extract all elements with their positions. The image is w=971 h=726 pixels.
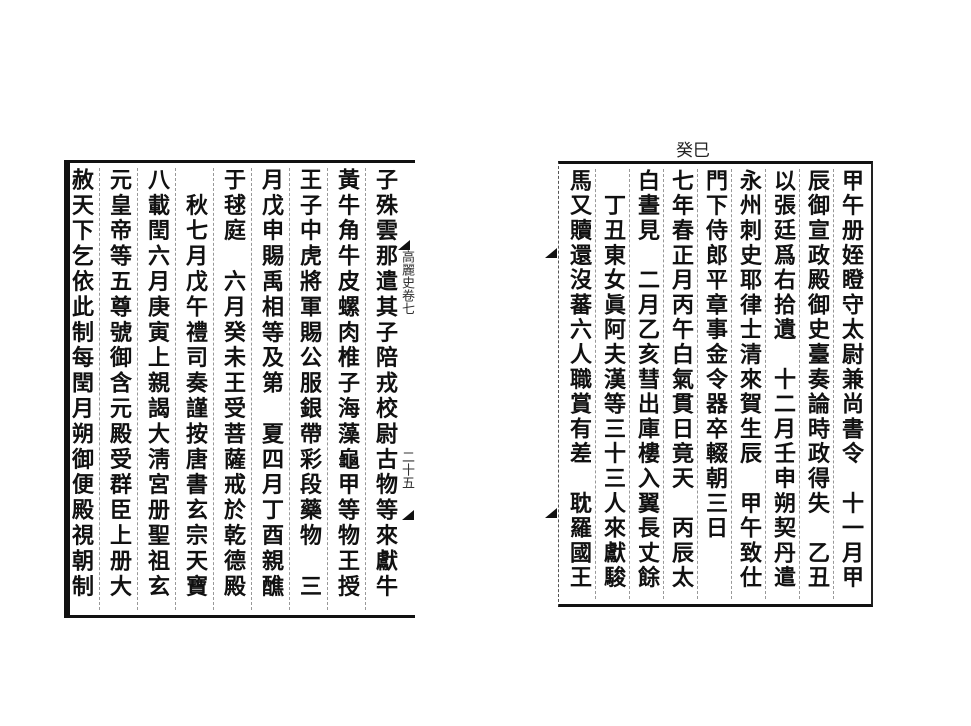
text-column: 黃牛角牛皮螺肉椎子海藻龜甲等物王授 xyxy=(327,168,365,610)
fishtail-mark-icon xyxy=(545,248,557,258)
handwritten-note: 癸巳 xyxy=(676,141,710,161)
text-column: 永州刺史耶律士清來賀生辰 甲午致仕 xyxy=(731,169,765,599)
text-column: 辰御宣政殿御史臺奏論時政得失 乙丑 xyxy=(799,169,833,599)
text-column: 白晝見 二月乙亥彗出庫樓入翼長丈餘 xyxy=(629,169,663,599)
text-column: 以張廷爲右拾遺 十二月壬申朔契丹遣 xyxy=(765,169,799,599)
book-title: 高麗史卷七 xyxy=(399,250,414,315)
text-column: 王子中虎將軍賜公服銀帶彩段藥物 三 xyxy=(289,168,327,610)
fold-margin-right xyxy=(541,255,557,525)
text-column: 赦天下乞依此制每閏月朔御便殿視朝制 xyxy=(68,168,94,600)
text-column: 秋七月戊午禮司奏謹按唐書玄宗天寶 xyxy=(175,168,213,610)
text-column: 八載閏六月庚寅上親謁大淸宮册聖祖玄 xyxy=(137,168,175,610)
text-columns: 甲午册姪瞪守太尉兼尚書令 十一月甲 辰御宣政殿御史臺奏論時政得失 乙丑 以張廷爲… xyxy=(562,169,867,599)
fold-margin-left: 高麗史卷七 二十五 xyxy=(398,250,416,550)
fishtail-mark-icon xyxy=(545,508,557,518)
text-column: 元皇帝等五尊號御含元殿受群臣上册大 xyxy=(99,168,137,610)
text-column: 于毬庭 六月癸未王受菩薩戒於乾德殿 xyxy=(213,168,251,610)
right-page: 甲午册姪瞪守太尉兼尚書令 十一月甲 辰御宣政殿御史臺奏論時政得失 乙丑 以張廷爲… xyxy=(558,161,873,607)
text-column: 甲午册姪瞪守太尉兼尚書令 十一月甲 xyxy=(833,169,867,599)
text-column: 子殊雲那遣其子陪戎校尉古物等來獻牛 xyxy=(365,168,403,610)
text-column: 門下侍郎平章事金令器卒輟朝三日 xyxy=(697,169,731,599)
text-columns: 子殊雲那遣其子陪戎校尉古物等來獻牛 黃牛角牛皮螺肉椎子海藻龜甲等物王授 王子中虎… xyxy=(62,168,403,610)
fishtail-mark-icon xyxy=(398,240,410,250)
text-column: 丁丑東女眞阿夫漢等三十三人來獻駿 xyxy=(595,169,629,599)
page-number: 二十五 xyxy=(399,450,414,489)
fishtail-mark-icon xyxy=(402,510,414,520)
text-column: 七年春正月丙午白氣貫日竟天 丙辰太 xyxy=(663,169,697,599)
text-column: 馬又贖還沒蕃六人職賞有差 耽羅國王 xyxy=(566,169,592,591)
left-page: 子殊雲那遣其子陪戎校尉古物等來獻牛 黃牛角牛皮螺肉椎子海藻龜甲等物王授 王子中虎… xyxy=(64,160,415,618)
text-column: 月戊申賜禹相等及第 夏四月丁酉親醮 xyxy=(251,168,289,610)
